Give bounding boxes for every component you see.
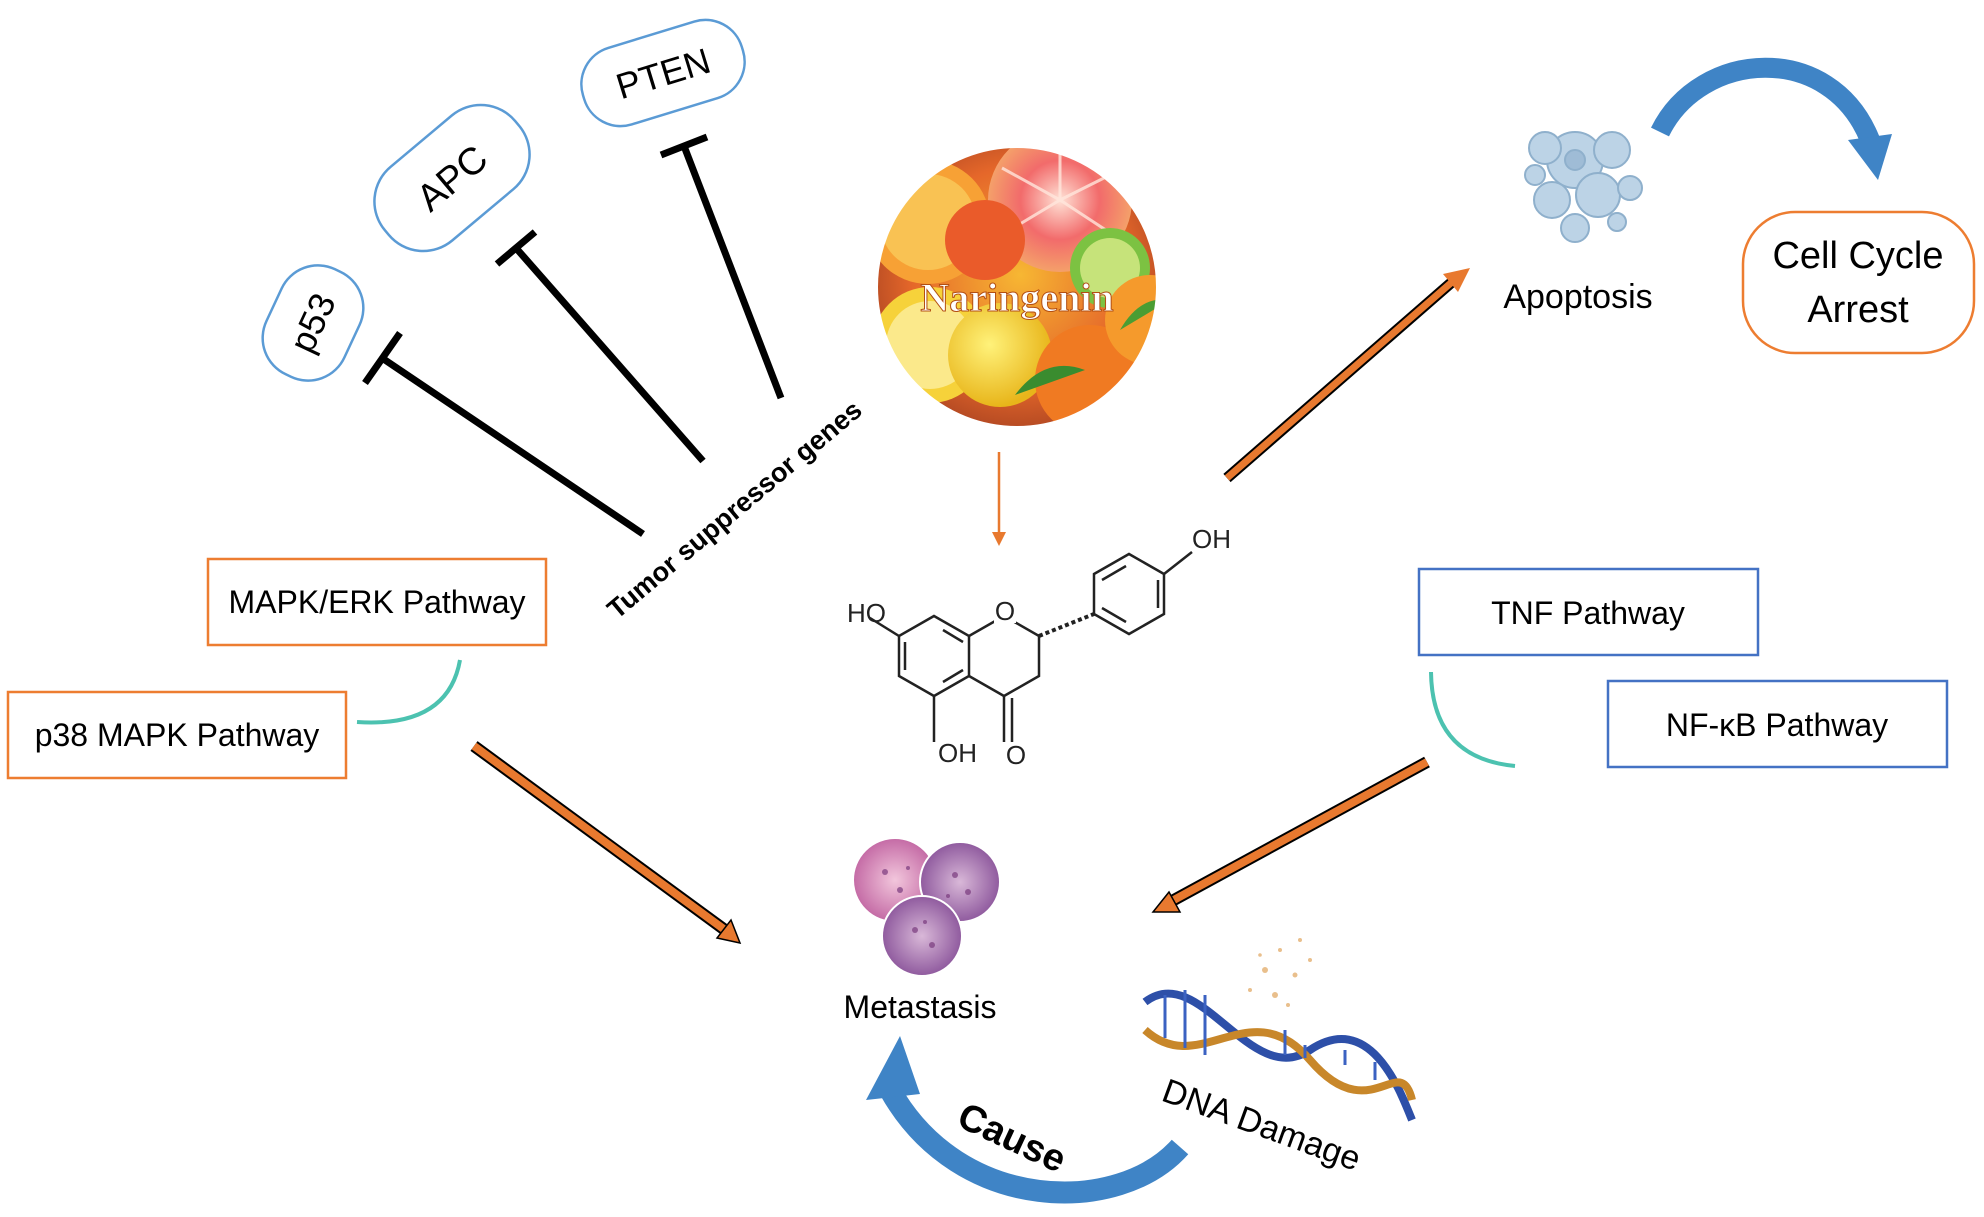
ho-left-label: HO	[847, 598, 886, 628]
mapk-erk-pathway-box: MAPK/ERK Pathway	[206, 557, 548, 647]
structure-labels: O OH HO OH O	[847, 524, 1231, 770]
naringenin-fruit-image: Naringenin	[876, 146, 1158, 428]
cell-cycle-arrest-line2: Arrest	[1807, 289, 1909, 331]
oh-top-label: OH	[1192, 524, 1231, 554]
metastasis-label: Metastasis	[844, 989, 997, 1025]
right-pathway-connector	[1429, 671, 1516, 768]
arrow-left-to-metastasis	[470, 741, 742, 945]
arrow-right-to-metastasis	[1151, 756, 1430, 913]
nfkb-pathway-box: NF-κB Pathway	[1606, 679, 1949, 769]
p38-mapk-pathway-label: p38 MAPK Pathway	[35, 717, 320, 753]
nfkb-pathway-label: NF-κB Pathway	[1666, 707, 1888, 743]
naringenin-label: Naringenin	[920, 275, 1113, 320]
inhibit-p53	[362, 330, 645, 537]
tnf-pathway-label: TNF Pathway	[1491, 595, 1685, 631]
gene-pten-bubble: PTEN	[580, 18, 746, 128]
inhibit-pten	[659, 133, 785, 400]
oh-bottom-label: OH	[938, 738, 977, 768]
cell-cycle-arrest-line1: Cell Cycle	[1772, 235, 1943, 277]
p38-mapk-pathway-box: p38 MAPK Pathway	[6, 690, 348, 780]
mapk-erk-pathway-label: MAPK/ERK Pathway	[229, 584, 526, 620]
apoptosis-label: Apoptosis	[1503, 278, 1652, 316]
cell-cycle-arrest-box: Cell Cycle Arrest	[1741, 210, 1976, 355]
arrow-to-apoptosis	[1223, 268, 1470, 483]
left-pathway-connector	[356, 659, 462, 725]
cause-arrow	[866, 1036, 1189, 1204]
gene-apc-bubble: APC	[373, 103, 531, 253]
dna-damage-label: DNA Damage	[1157, 1072, 1365, 1179]
tnf-pathway-box: TNF Pathway	[1417, 567, 1760, 657]
ring-oxygen-label: O	[995, 596, 1015, 626]
dna-helix-icon	[1142, 938, 1416, 1122]
apoptosis-cell-icon	[1524, 131, 1643, 243]
gene-p53-bubble: p53	[261, 264, 365, 382]
metastasis-tissue-image	[852, 837, 1001, 977]
tumor-suppressor-label: Tumor suppressor genes	[602, 395, 868, 625]
arrow-apoptosis-to-cell-cycle	[1651, 57, 1892, 180]
carbonyl-label: O	[1006, 740, 1026, 770]
inhibit-apc	[494, 229, 706, 464]
naringenin-structure	[869, 551, 1193, 742]
arrow-to-structure	[992, 452, 1006, 546]
